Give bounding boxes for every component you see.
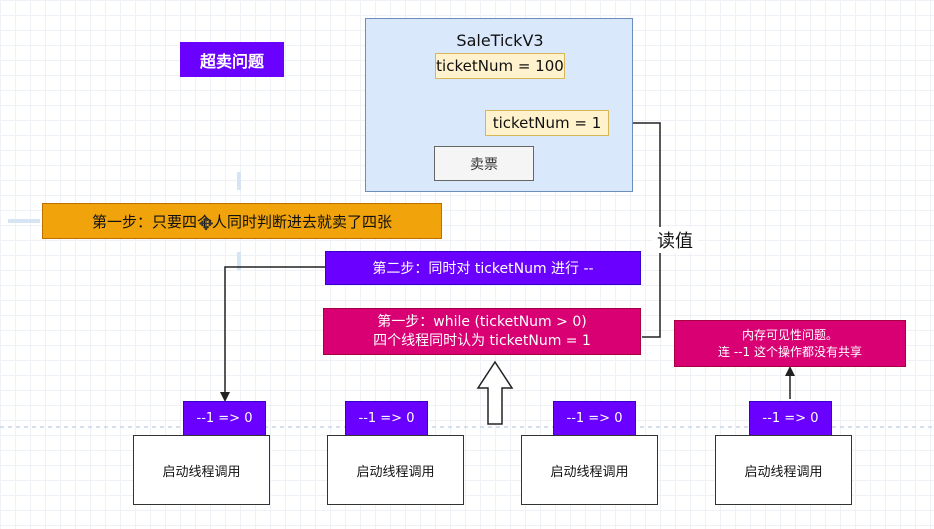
visibility-line2: 连 --1 这个操作都没有共享	[718, 345, 862, 359]
thread-4-op: --1 => 0	[749, 401, 832, 436]
step-two-connector	[224, 266, 325, 394]
thread-1-box: 启动线程调用	[133, 435, 270, 505]
move-cursor-icon: ✥	[198, 213, 214, 235]
visibility-line1: 内存可见性问题。	[741, 328, 838, 342]
sale-box-title: SaleTickV3	[456, 30, 544, 50]
step-one-line1: 第一步：while (ticketNum > 0)	[377, 314, 587, 330]
sale-ticket-class-box: SaleTickV3 ticketNum = 100 ticketNum = 1…	[365, 18, 633, 192]
field-ticketnum-1: ticketNum = 1	[485, 110, 609, 136]
step-one-line2: 四个线程同时认为 ticketNum = 1	[373, 333, 591, 349]
field-ticketnum-100: ticketNum = 100	[435, 53, 565, 79]
thread-4-box: 启动线程调用	[715, 435, 852, 505]
visibility-arrowhead	[785, 366, 795, 376]
step-one-note: 第一步：while (ticketNum > 0) 四个线程同时认为 ticke…	[323, 308, 641, 355]
thread-1-op: --1 => 0	[183, 401, 266, 436]
read-value-label: 读值	[652, 227, 698, 253]
thread-2-op: --1 => 0	[345, 401, 428, 436]
visibility-note: 内存可见性问题。 连 --1 这个操作都没有共享	[674, 320, 906, 367]
hollow-up-arrow	[476, 360, 514, 425]
title-tag: 超卖问题	[180, 42, 284, 77]
thread-3-op: --1 => 0	[553, 401, 636, 436]
sell-ticket-button[interactable]: 卖票	[434, 146, 534, 181]
step-two-note: 第二步：同时对 ticketNum 进行 --	[325, 251, 641, 285]
thread-3-box: 启动线程调用	[521, 435, 658, 505]
thread-2-box: 启动线程调用	[327, 435, 464, 505]
step-orange-note: 第一步：只要四个人同时判断进去就卖了四张	[42, 203, 442, 239]
